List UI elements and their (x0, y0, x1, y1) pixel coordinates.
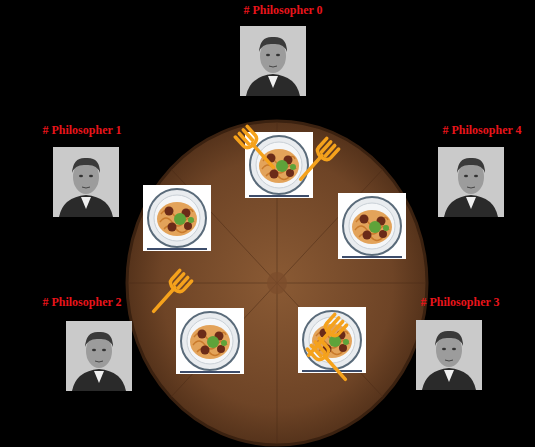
philosopher-label: # Philosopher 0 (241, 3, 325, 17)
philosopher-node: # Philosopher 0 (241, 3, 325, 96)
philosopher-node: # Philosopher 3 (418, 295, 502, 390)
philosopher-label: # Philosopher 2 (40, 295, 124, 309)
philosopher-label: # Philosopher 1 (40, 123, 124, 137)
philosopher-node: # Philosopher 4 (440, 123, 524, 217)
philosopher-label: # Philosopher 4 (440, 123, 524, 137)
philosopher-label: # Philosopher 3 (418, 295, 502, 309)
philosopher-node: # Philosopher 1 (40, 123, 124, 217)
philosopher-node: # Philosopher 2 (40, 295, 124, 391)
